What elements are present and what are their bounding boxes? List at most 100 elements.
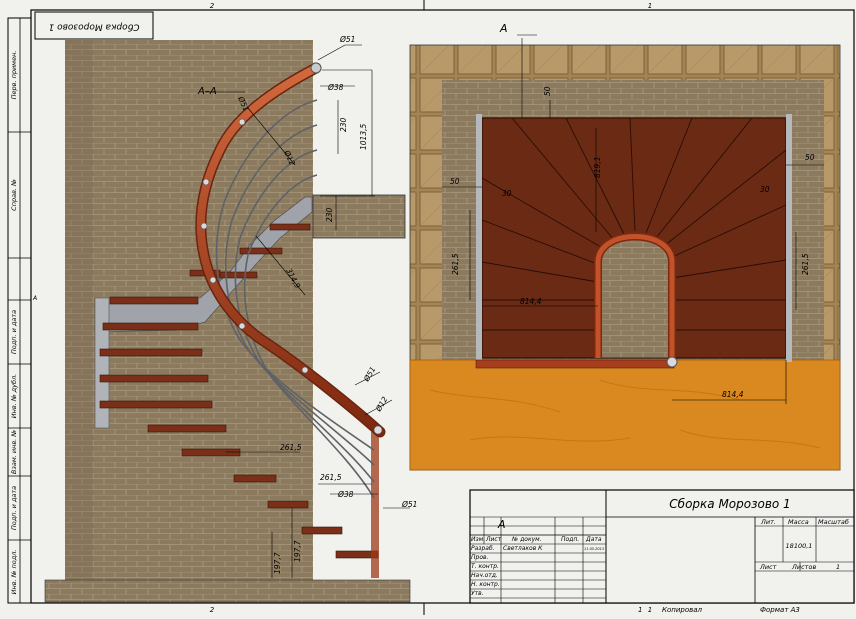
developer-name: Светлаков К (503, 545, 543, 552)
dim-plan-50-top: 50 (543, 86, 552, 96)
dim-plan-814-inner: 814,4 (520, 297, 542, 306)
plan-bottom-rail (475, 359, 675, 369)
row-checked: Пров. (471, 554, 489, 561)
plan-side-bar-left (476, 114, 482, 362)
dim-spacing-230-upper: 230 (339, 117, 348, 132)
strip-label-sign-date-1: Подп. и дата (10, 310, 18, 354)
dim-post-diameter-lower: Ø38 (337, 490, 354, 499)
left-zone-marker: А (32, 295, 37, 302)
col-date: Дата (585, 536, 602, 543)
mass-label: Масса (788, 518, 809, 526)
lit-label: Лит. (760, 518, 776, 526)
plan-dimension-texts: А 50 50 50 30 30 819,1 261,5 261,5 814,4… (450, 22, 815, 399)
title-block-right: Лит. Масса Масштаб 18100,1 Лист Листов 1 (759, 518, 849, 571)
bottom-zone-right: 1 (648, 606, 652, 614)
dim-plan-50-right: 50 (805, 153, 815, 162)
section-view: А–А Ø51 Ø38 Ø51 Ø12 230 1013,5 230 314,9… (44, 35, 417, 603)
col-document: № докум. (511, 536, 542, 543)
row-tech-control: Т. контр. (471, 563, 499, 570)
sheets-value: 1 (836, 563, 840, 571)
dim-plan-814-outer: 814,4 (722, 390, 744, 399)
tread (109, 296, 199, 305)
bottom-zone-left: 2 (210, 606, 215, 614)
dim-step-261-lower: 261,5 (320, 473, 342, 482)
dim-step-261-upper: 261,5 (280, 443, 302, 452)
row-approved: Утв. (471, 590, 484, 597)
dim-spacing-230-lower: 230 (325, 207, 334, 222)
dim-riser-197-right: 197,7 (293, 540, 302, 562)
title-block: Сборка Морозово 1 А Изм. Лист № докум. П… (469, 489, 855, 604)
dim-plan-261-right: 261,5 (801, 253, 810, 275)
dim-rail-diameter-top: Ø51 (339, 35, 355, 44)
strip-label-duplicate: Инв. № дубл. (10, 374, 18, 418)
top-zone-right: 1 (648, 2, 652, 10)
dim-newel-diameter: Ø51 (401, 500, 417, 509)
handrail-end-cap (310, 62, 322, 74)
section-dimension-lines (205, 44, 410, 578)
plan-view: А 50 50 50 30 30 819,1 261,5 261,5 814,4… (409, 22, 841, 471)
plan-section-mark: А (499, 22, 508, 35)
dim-plan-261-left: 261,5 (451, 253, 460, 275)
tread (269, 223, 311, 231)
developer-date: 11.05.2013 (584, 547, 604, 551)
left-strip: Перв. примен. Справ. № Подп. и дата Инв.… (7, 17, 37, 604)
tread (99, 348, 203, 357)
tread (102, 322, 199, 331)
newel-post-cover (371, 432, 379, 578)
tread (233, 474, 277, 483)
wall-shadow-left (65, 40, 93, 580)
tread (239, 247, 283, 255)
plan-stair-well (597, 236, 673, 359)
dim-plan-30-right: 30 (760, 185, 770, 194)
mass-value: 18100,1 (786, 542, 813, 550)
tread (181, 448, 241, 457)
plan-dimension-lines (442, 34, 824, 404)
floor-wood-grain (429, 379, 821, 449)
sheet-label: Лист (759, 563, 777, 571)
scale-label: Масштаб (818, 518, 849, 526)
plan-tread-lines (481, 117, 787, 331)
plan-handrail (595, 234, 675, 358)
format-label: Формат А3 (760, 606, 800, 614)
dim-post-diameter-top: Ø38 (327, 83, 344, 92)
strip-label-reference: Справ. № (10, 179, 18, 211)
section-floor (44, 579, 411, 603)
row-head-department: Нач.отд. (471, 572, 498, 579)
col-sheet: Лист (485, 536, 502, 543)
landing-slab (312, 194, 406, 239)
sheets-label: Листов (791, 563, 816, 571)
row-developed: Разраб. (471, 545, 495, 552)
dim-riser-197-left: 197,7 (273, 552, 282, 574)
row-norm-control: Н. контр. (471, 581, 500, 588)
dim-rail-height: 1013,5 (359, 124, 368, 150)
dim-plan-50-left: 50 (450, 177, 460, 186)
tread (267, 500, 309, 509)
dim-plan-819: 819,1 (593, 157, 602, 178)
mirrored-stamp: Сборка Морозово 1 (34, 11, 154, 40)
tread (99, 400, 213, 409)
plan-side-bar-right (786, 114, 792, 362)
bottom-sheet-number: 1 (638, 606, 642, 614)
strip-label-replaces: Взам. инв. № (10, 430, 18, 474)
strip-label-sign-date-2: Подп. и дата (10, 486, 18, 530)
strip-label-first-use: Перв. примен. (10, 51, 18, 100)
copied-label: Копировал (662, 606, 703, 614)
top-zone-left: 2 (210, 2, 215, 10)
mirrored-stamp-text: Сборка Морозово 1 (48, 22, 139, 32)
section-label: А–А (197, 86, 217, 97)
title-block-section-mark: А (497, 518, 506, 531)
title-block-title: Сборка Морозово 1 (669, 497, 790, 511)
tread (99, 374, 209, 383)
dim-plan-30-left: 30 (502, 189, 512, 198)
title-block-header: Изм. Лист № докум. Подп. Дата (471, 536, 602, 543)
stringer-post (94, 297, 110, 429)
col-change: Изм. (471, 536, 485, 543)
tread (301, 526, 343, 535)
tread (147, 424, 227, 433)
plan-newel-cap (666, 356, 678, 368)
col-signature: Подп. (561, 536, 579, 543)
strip-label-original: Инв. № подл. (10, 550, 18, 595)
title-block-rows: Разраб. Пров. Т. контр. Нач.отд. Н. конт… (471, 545, 604, 597)
